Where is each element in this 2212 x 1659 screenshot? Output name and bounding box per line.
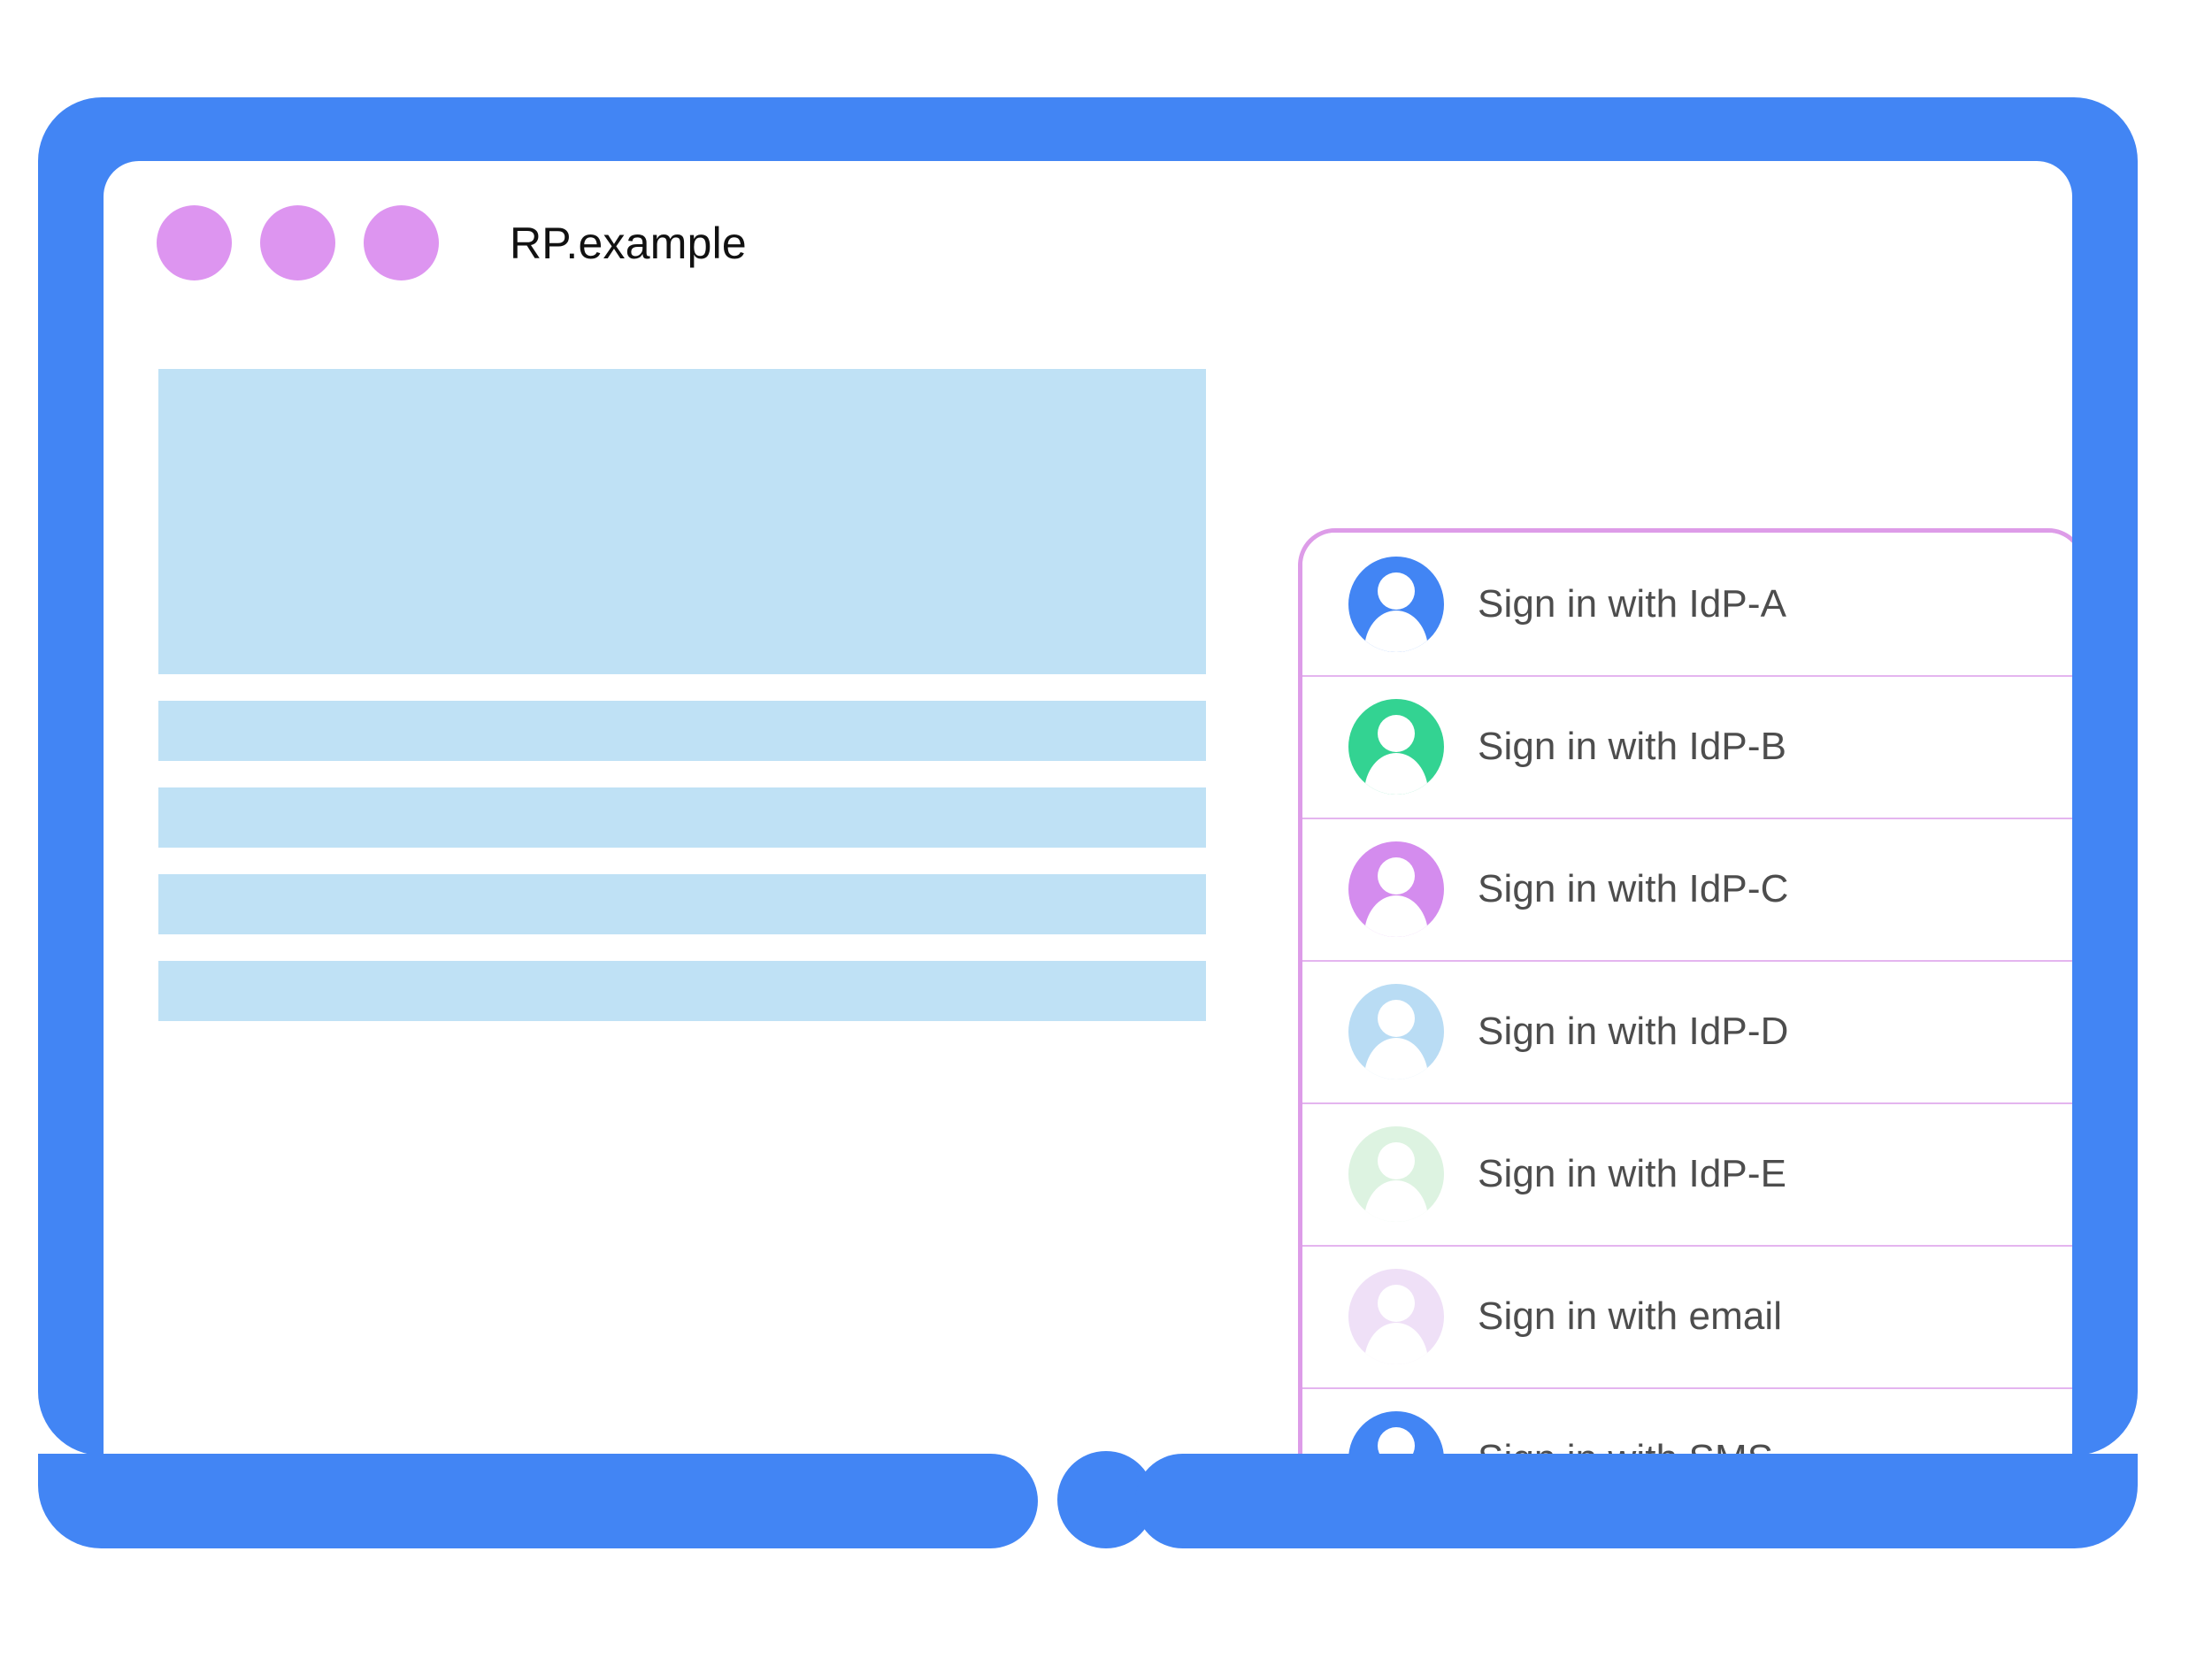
window-titlebar: RP.example [157,205,747,280]
avatar-icon [1348,983,1444,1079]
window-dot-1[interactable] [157,205,232,280]
avatar-icon [1348,841,1444,937]
avatar-icon [1348,698,1444,795]
avatar-body [1364,611,1428,652]
avatar-body [1364,1323,1428,1364]
text-line-2 [158,787,1206,848]
page-title: RP.example [510,218,747,268]
signin-option-row[interactable]: Sign in with IdP-E [1302,1102,2072,1245]
device-bezel-bottom-right [1135,1454,2138,1548]
avatar-icon [1348,556,1444,652]
signin-option-label: Sign in with email [1478,1294,1783,1338]
signin-option-label: Sign in with IdP-D [1478,1009,1789,1053]
text-line-3 [158,874,1206,934]
federated-signin-account-chooser: Sign in with IdP-A Sign in with IdP-B Sign… [1298,528,2072,1519]
avatar-head [1378,856,1415,895]
window-dot-3[interactable] [364,205,439,280]
signin-option-label: Sign in with IdP-C [1478,866,1789,910]
device-bezel-bottom-left [38,1454,1038,1548]
avatar-head [1378,1141,1415,1179]
signin-option-row[interactable]: Sign in with IdP-D [1302,960,2072,1102]
avatar-body [1364,753,1428,795]
avatar-icon [1348,1125,1444,1222]
page-content-placeholders [158,369,1206,1048]
avatar-head [1378,1284,1415,1322]
window-dot-2[interactable] [260,205,335,280]
avatar-head [1378,572,1415,610]
text-line-4 [158,961,1206,1021]
avatar-body [1364,1038,1428,1079]
avatar-body [1364,895,1428,937]
avatar-head [1378,714,1415,752]
signin-option-row[interactable]: Sign in with IdP-B [1302,675,2072,818]
signin-option-row[interactable]: Sign in with IdP-A [1302,533,2072,675]
avatar-head [1378,999,1415,1037]
text-line-1 [158,701,1206,761]
avatar-icon [1348,1268,1444,1364]
signin-option-row[interactable]: Sign in with IdP-C [1302,818,2072,960]
signin-option-row[interactable]: Sign in with email [1302,1245,2072,1387]
signin-option-label: Sign in with IdP-B [1478,724,1787,768]
avatar-body [1364,1180,1428,1222]
hero-block [158,369,1206,674]
signin-option-label: Sign in with IdP-E [1478,1151,1787,1195]
signin-option-label: Sign in with IdP-A [1478,581,1787,626]
